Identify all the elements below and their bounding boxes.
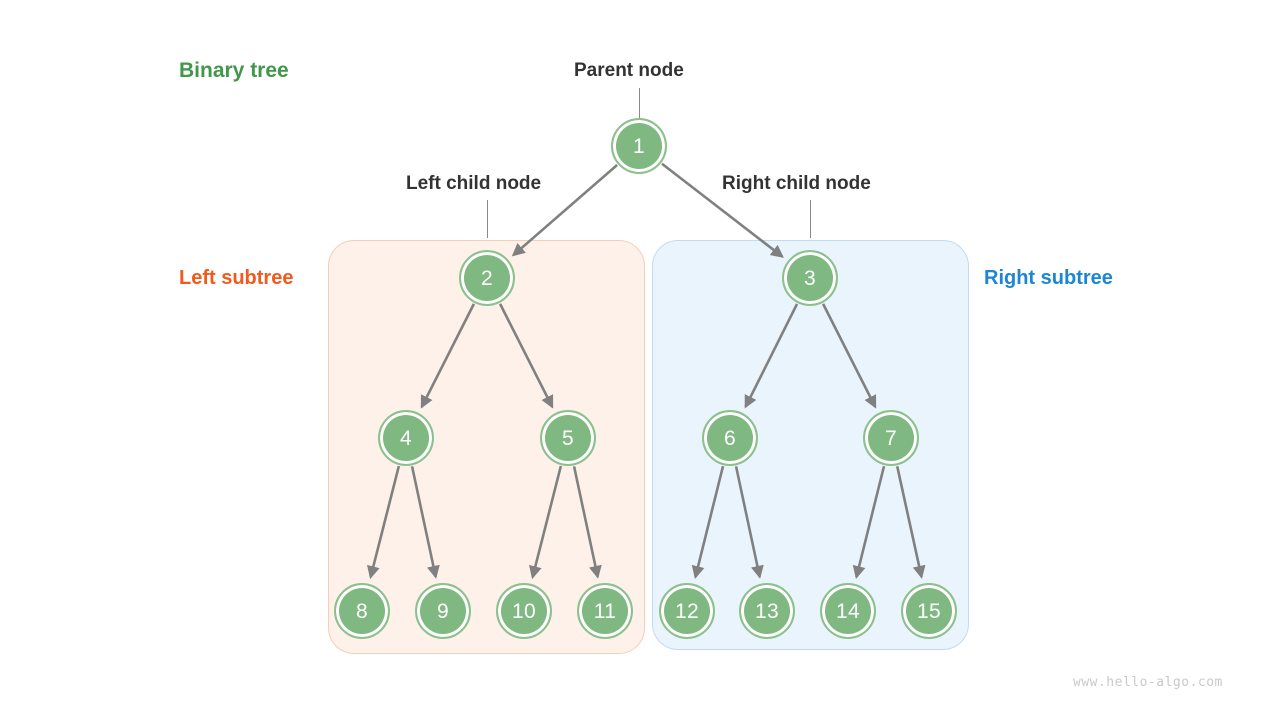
tree-node-8[interactable]: 8 <box>334 583 390 639</box>
tree-edge-6-13 <box>734 466 764 579</box>
tree-node-4[interactable]: 4 <box>378 410 434 466</box>
left-subtree-label: Left subtree <box>179 267 294 289</box>
tree-node-11[interactable]: 11 <box>577 583 633 639</box>
parent-node-label: Parent node <box>574 60 684 81</box>
tree-edge-3-7 <box>821 303 877 409</box>
tree-node-13[interactable]: 13 <box>739 583 795 639</box>
watermark: www.hello-algo.com <box>1073 675 1223 690</box>
tree-edge-2-4 <box>420 303 476 409</box>
tree-edge-5-10 <box>529 465 563 580</box>
tree-edge-6-12 <box>691 465 725 580</box>
right-child-node-label: Right child node <box>722 173 871 194</box>
tree-node-6[interactable]: 6 <box>702 410 758 466</box>
tree-edge-4-9 <box>410 466 440 579</box>
tree-edge-1-3 <box>661 162 784 258</box>
tree-edge-7-14 <box>852 465 886 580</box>
tree-edge-4-8 <box>367 465 401 580</box>
diagram-title: Binary tree <box>179 59 289 82</box>
left-child-node-label: Left child node <box>406 173 542 194</box>
tree-node-3[interactable]: 3 <box>782 250 838 306</box>
tree-node-5[interactable]: 5 <box>540 410 596 466</box>
tree-node-15[interactable]: 15 <box>901 583 957 639</box>
left-child-node-pointer-line <box>487 200 488 238</box>
tree-edge-1-2 <box>511 164 618 257</box>
tree-node-2[interactable]: 2 <box>459 250 515 306</box>
right-subtree-label: Right subtree <box>984 267 1113 289</box>
tree-node-1[interactable]: 1 <box>611 118 667 174</box>
tree-edge-5-11 <box>572 466 602 579</box>
tree-node-12[interactable]: 12 <box>659 583 715 639</box>
tree-edge-3-6 <box>744 303 799 409</box>
tree-node-7[interactable]: 7 <box>863 410 919 466</box>
tree-node-14[interactable]: 14 <box>820 583 876 639</box>
tree-node-10[interactable]: 10 <box>496 583 552 639</box>
parent-node-pointer-line <box>639 88 640 118</box>
tree-edge-7-15 <box>895 466 926 579</box>
tree-edge-2-5 <box>498 303 554 409</box>
tree-node-9[interactable]: 9 <box>415 583 471 639</box>
right-child-node-pointer-line <box>810 200 811 238</box>
